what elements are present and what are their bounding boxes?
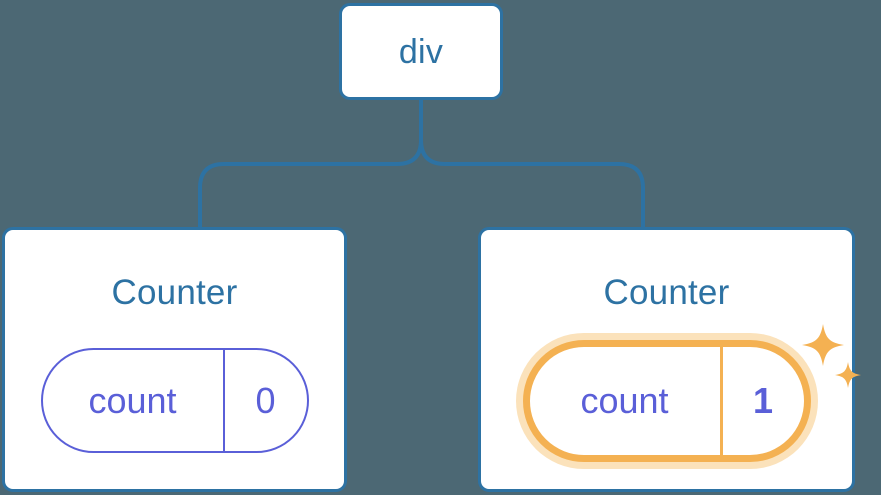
root-node-label: div (398, 32, 444, 71)
counter-node-right[interactable]: Counter count 1 (478, 227, 861, 492)
counter-node-left[interactable]: Counter count 0 (2, 227, 347, 492)
root-node[interactable]: div (339, 3, 503, 100)
counter-left-state-wrap: count 0 (40, 348, 309, 453)
counter-left-state-key: count (88, 379, 177, 421)
counter-left-title: Counter (111, 273, 238, 312)
counter-right-state-pill[interactable]: count 1 (522, 340, 811, 462)
edge-root-to-right (419, 100, 645, 227)
edge-root-to-left (198, 100, 423, 227)
counter-left-state-value: 0 (222, 350, 307, 451)
counter-right-title: Counter (603, 273, 730, 312)
counter-left-state-pill[interactable]: count 0 (40, 348, 309, 453)
counter-right-state-wrap: count 1 (522, 340, 811, 462)
sparkle-small-icon (835, 362, 861, 388)
counter-right-state-value: 1 (719, 347, 804, 455)
counter-right-state-key: count (580, 380, 669, 421)
